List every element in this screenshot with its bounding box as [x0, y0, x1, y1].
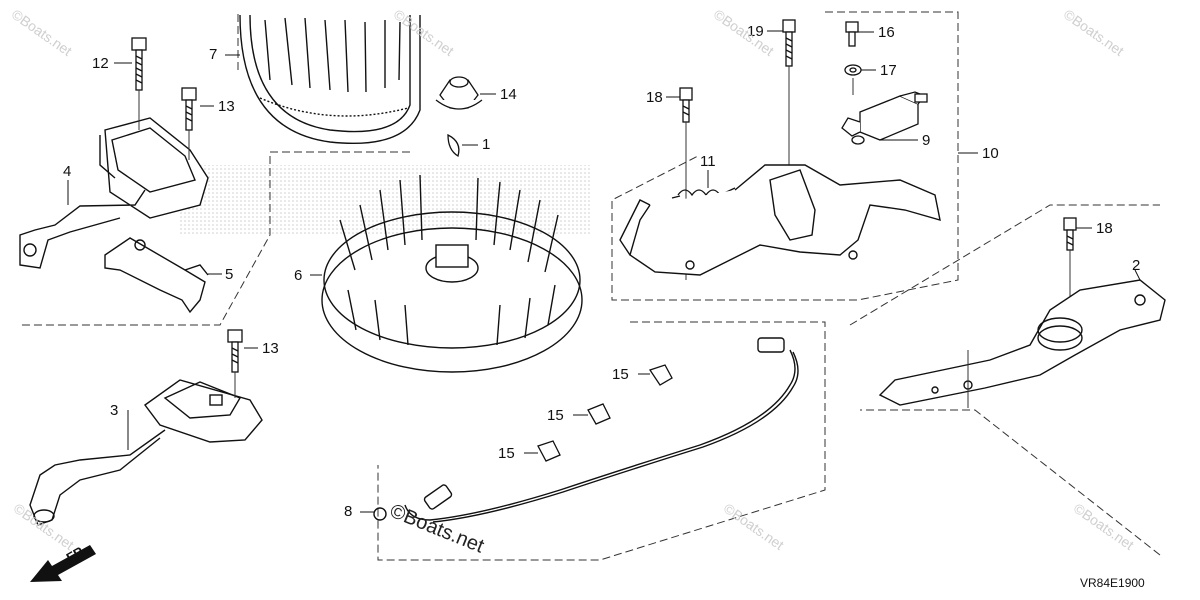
flywheel-part-7: [239, 14, 421, 145]
callout-15-lower: 15: [498, 445, 515, 462]
stop-switch-9: [841, 91, 928, 145]
callout-13-lower: 13: [262, 340, 279, 357]
bracket-5: [104, 237, 209, 314]
stop-plate-10: [619, 164, 941, 276]
bolt-12: [131, 37, 147, 91]
group-outline-coil: [18, 14, 410, 326]
callout-5: 5: [225, 266, 234, 283]
leader-lines: [67, 30, 1141, 513]
callout-3: 3: [110, 402, 119, 419]
callout-1: 1: [482, 136, 491, 153]
ignition-coil-3: [29, 379, 263, 526]
flywheel-nut-14: [435, 76, 483, 110]
callout-6: 6: [294, 267, 303, 284]
callout-13-upper: 13: [218, 98, 235, 115]
callout-2: 2: [1132, 257, 1141, 274]
front-arrow-icon: [30, 545, 96, 582]
plate-2: [878, 279, 1166, 406]
washer-17: [844, 64, 862, 76]
flywheel-6: [321, 174, 583, 373]
group-outline-plate: [849, 204, 1161, 556]
callout-9: 9: [922, 132, 931, 149]
callout-8: 8: [344, 503, 353, 520]
clip-15-lower: [537, 440, 561, 462]
bolt-19: [782, 19, 796, 67]
clip-15-middle: [587, 403, 611, 425]
bolt-18-upper: [679, 87, 693, 123]
group-outline-harness: [377, 321, 826, 561]
callout-7: 7: [209, 46, 218, 63]
bolt-18-lower: [1063, 217, 1077, 251]
callout-18-lower: 18: [1096, 220, 1113, 237]
bolt-16: [845, 21, 859, 47]
callout-11: 11: [700, 153, 716, 170]
ignition-coil-4: [19, 117, 209, 269]
callout-16: 16: [878, 24, 895, 41]
callout-15-middle: 15: [547, 407, 564, 424]
callout-4: 4: [63, 163, 72, 180]
callout-18-upper: 18: [646, 89, 663, 106]
callout-12: 12: [92, 55, 109, 72]
flywheel-key-1: [447, 133, 460, 157]
wire-harness-8: [373, 337, 799, 523]
callout-15-upper: 15: [612, 366, 629, 383]
callout-14: 14: [500, 86, 517, 103]
callout-10: 10: [982, 145, 999, 162]
callout-17: 17: [880, 62, 897, 79]
diagram-code: VR84E1900: [1080, 576, 1145, 590]
callout-19: 19: [747, 23, 764, 40]
bolt-13-lower: [227, 329, 243, 373]
group-outline-switch: [611, 11, 959, 301]
clip-15-upper: [648, 364, 673, 386]
bolt-13-upper: [181, 87, 197, 131]
